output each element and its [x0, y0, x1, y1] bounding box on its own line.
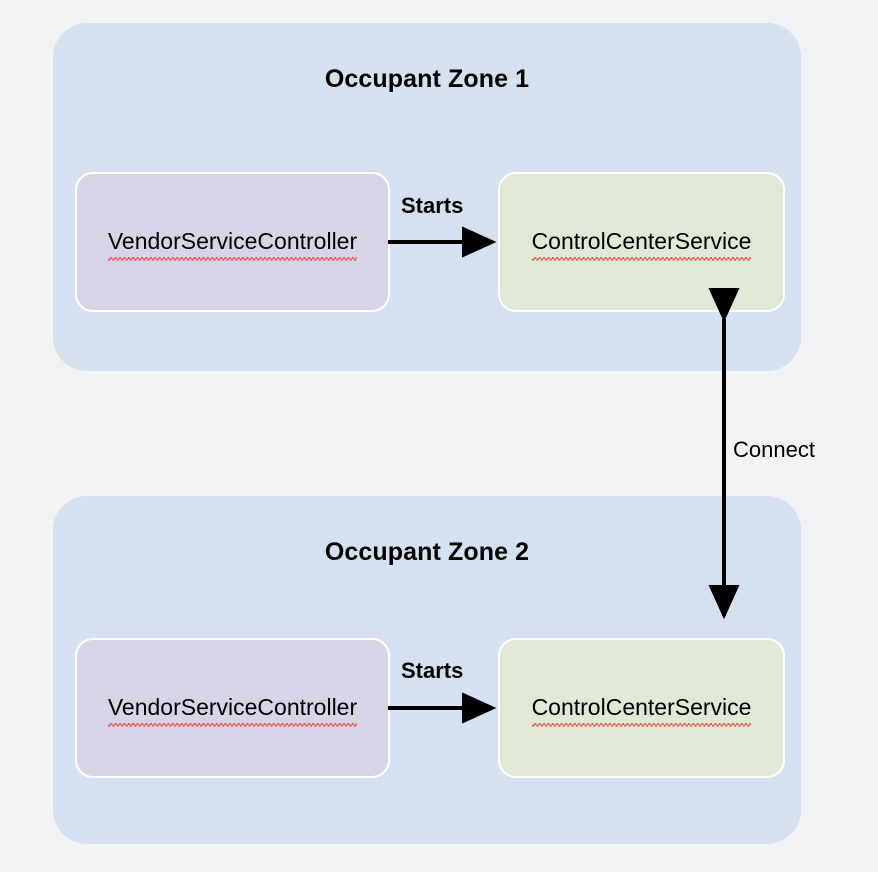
edge-label-connect: Connect: [733, 437, 815, 462]
node-control-center-service-zone-1[interactable]: ControlCenterService: [498, 172, 785, 312]
node-vendor-service-controller-zone-1[interactable]: VendorServiceController: [75, 172, 390, 312]
occupant-zone-1-title: Occupant Zone 1: [324, 65, 530, 93]
edge-label-starts-zone-2: Starts: [401, 658, 464, 683]
node-label: ControlCenterService: [531, 694, 752, 728]
node-vendor-service-controller-zone-2[interactable]: VendorServiceController: [75, 638, 390, 778]
node-label: ControlCenterService: [531, 228, 752, 262]
edge-label-starts-zone-1: Starts: [401, 193, 464, 218]
node-label: VendorServiceController: [107, 694, 358, 728]
node-label: VendorServiceController: [107, 228, 358, 262]
node-control-center-service-zone-2[interactable]: ControlCenterService: [498, 638, 785, 778]
occupant-zone-2-title: Occupant Zone 2: [324, 538, 530, 566]
